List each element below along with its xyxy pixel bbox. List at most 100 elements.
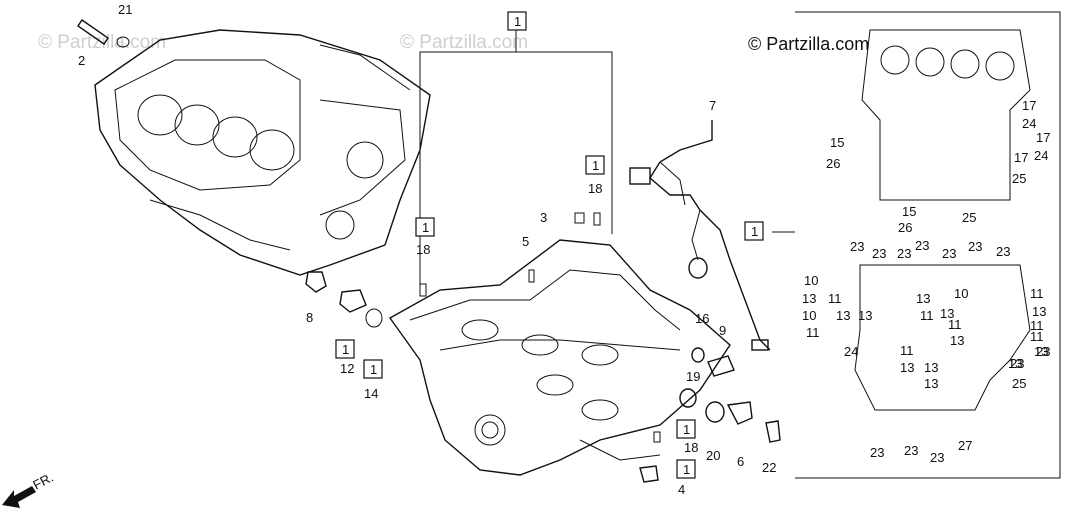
part-number-label: 23 bbox=[1036, 344, 1050, 359]
part-number-label: 21 bbox=[118, 2, 132, 17]
svg-text:1: 1 bbox=[342, 342, 349, 357]
part-number-label: 23 bbox=[996, 244, 1010, 259]
reference-box: 1 bbox=[335, 339, 355, 359]
lower-crankcase-drawing bbox=[388, 239, 731, 476]
reference-box: 1 bbox=[585, 155, 605, 175]
part-number-label: 13 bbox=[858, 308, 872, 323]
part-number-label: 10 bbox=[954, 286, 968, 301]
part-number-label: 25 bbox=[1012, 171, 1026, 186]
part-number-label: 26 bbox=[898, 220, 912, 235]
part-number-label: 26 bbox=[826, 156, 840, 171]
dowel-pin-drawing bbox=[77, 19, 130, 48]
part-number-label: 16 bbox=[695, 311, 709, 326]
svg-text:1: 1 bbox=[370, 362, 377, 377]
part-number-label: 11 bbox=[806, 325, 820, 340]
wire-harness-drawing bbox=[629, 120, 771, 351]
part-number-label: 23 bbox=[1010, 356, 1024, 371]
part-number-label: 13 bbox=[1032, 304, 1046, 319]
part-number-label: 19 bbox=[686, 369, 700, 384]
reference-box: 1 bbox=[744, 221, 764, 241]
reference-box: 1 bbox=[676, 459, 696, 479]
part-number-label: 13 bbox=[1034, 344, 1048, 359]
part-number-label: 24 bbox=[844, 344, 858, 359]
part-number-label: 23 bbox=[872, 246, 886, 261]
part-number-label: 10 bbox=[802, 308, 816, 323]
part-number-label: 25 bbox=[962, 210, 976, 225]
part-number-label: 24 bbox=[1034, 148, 1048, 163]
part-number-label: 23 bbox=[915, 238, 929, 253]
part-number-label: 24 bbox=[1022, 116, 1036, 131]
part-number-label: 23 bbox=[930, 450, 944, 465]
part-number-label: 13 bbox=[950, 333, 964, 348]
part-number-label: 17 bbox=[1036, 130, 1050, 145]
group-bracket-1 bbox=[419, 30, 613, 296]
watermark-center: © Partzilla.com bbox=[400, 32, 528, 53]
part-number-label: 13 bbox=[1008, 356, 1022, 371]
part-number-label: 13 bbox=[836, 308, 850, 323]
part-number-label: 18 bbox=[416, 242, 430, 257]
part-number-label: 17 bbox=[1014, 150, 1028, 165]
part-number-label: 23 bbox=[850, 239, 864, 254]
part-number-label: 2 bbox=[78, 53, 85, 68]
part-number-label: 15 bbox=[830, 135, 844, 150]
part-number-label: 18 bbox=[588, 181, 602, 196]
part-number-label: 13 bbox=[924, 360, 938, 375]
part-number-label: 13 bbox=[916, 291, 930, 306]
part-number-label: 3 bbox=[540, 210, 547, 225]
small-parts-drawing bbox=[419, 212, 781, 483]
part-number-label: 5 bbox=[522, 234, 529, 249]
part-number-label: 7 bbox=[709, 98, 716, 113]
upper-crankcase-drawing bbox=[94, 29, 431, 276]
front-label: FR. bbox=[30, 470, 56, 493]
part-number-label: 11 bbox=[920, 308, 934, 323]
part-number-label: 13 bbox=[924, 376, 938, 391]
reference-box: 1 bbox=[507, 11, 527, 31]
part-number-label: 6 bbox=[737, 454, 744, 469]
part-number-label: 23 bbox=[968, 239, 982, 254]
gasket-panel bbox=[772, 11, 1061, 479]
part-number-label: 13 bbox=[940, 306, 954, 321]
part-number-label: 15 bbox=[902, 204, 916, 219]
part-number-label: 12 bbox=[340, 361, 354, 376]
svg-text:1: 1 bbox=[683, 462, 690, 477]
part-number-label: 20 bbox=[706, 448, 720, 463]
part-number-label: 25 bbox=[1012, 376, 1026, 391]
part-number-label: 17 bbox=[1022, 98, 1036, 113]
part-number-label: 11 bbox=[1030, 318, 1044, 333]
part-number-label: 11 bbox=[900, 343, 914, 358]
svg-text:1: 1 bbox=[514, 14, 521, 29]
copyright-text: © Partzilla.com bbox=[748, 34, 869, 54]
part-number-label: 11 bbox=[1030, 286, 1044, 301]
part-number-label: 22 bbox=[762, 460, 776, 475]
reference-box: 1 bbox=[363, 359, 383, 379]
svg-text:1: 1 bbox=[683, 422, 690, 437]
drain-bolt-drawing bbox=[339, 289, 383, 328]
front-direction-arrow: FR. bbox=[2, 470, 56, 508]
oil-pressure-switch-drawing bbox=[305, 271, 327, 293]
part-number-label: 13 bbox=[802, 291, 816, 306]
part-number-label: 10 bbox=[804, 273, 818, 288]
svg-text:1: 1 bbox=[422, 220, 429, 235]
part-number-label: 11 bbox=[1030, 329, 1044, 344]
part-number-label: 18 bbox=[684, 440, 698, 455]
part-number-label: 9 bbox=[719, 323, 726, 338]
part-number-label: 14 bbox=[364, 386, 378, 401]
svg-text:1: 1 bbox=[751, 224, 758, 239]
part-number-label: 11 bbox=[948, 317, 962, 332]
part-number-label: 13 bbox=[900, 360, 914, 375]
part-number-label: 23 bbox=[904, 443, 918, 458]
part-number-label: 4 bbox=[678, 482, 685, 497]
reference-box: 1 bbox=[415, 217, 435, 237]
part-number-label: 23 bbox=[897, 246, 911, 261]
reference-box: 1 bbox=[676, 419, 696, 439]
svg-text:1: 1 bbox=[592, 158, 599, 173]
part-number-label: 11 bbox=[828, 291, 842, 306]
part-number-label: 23 bbox=[870, 445, 884, 460]
reference-boxes: 1 1 1 1 1 1 1 1 bbox=[335, 11, 764, 479]
part-number-label: 23 bbox=[942, 246, 956, 261]
part-number-label: 8 bbox=[306, 310, 313, 325]
part-number-label: 27 bbox=[958, 438, 972, 453]
